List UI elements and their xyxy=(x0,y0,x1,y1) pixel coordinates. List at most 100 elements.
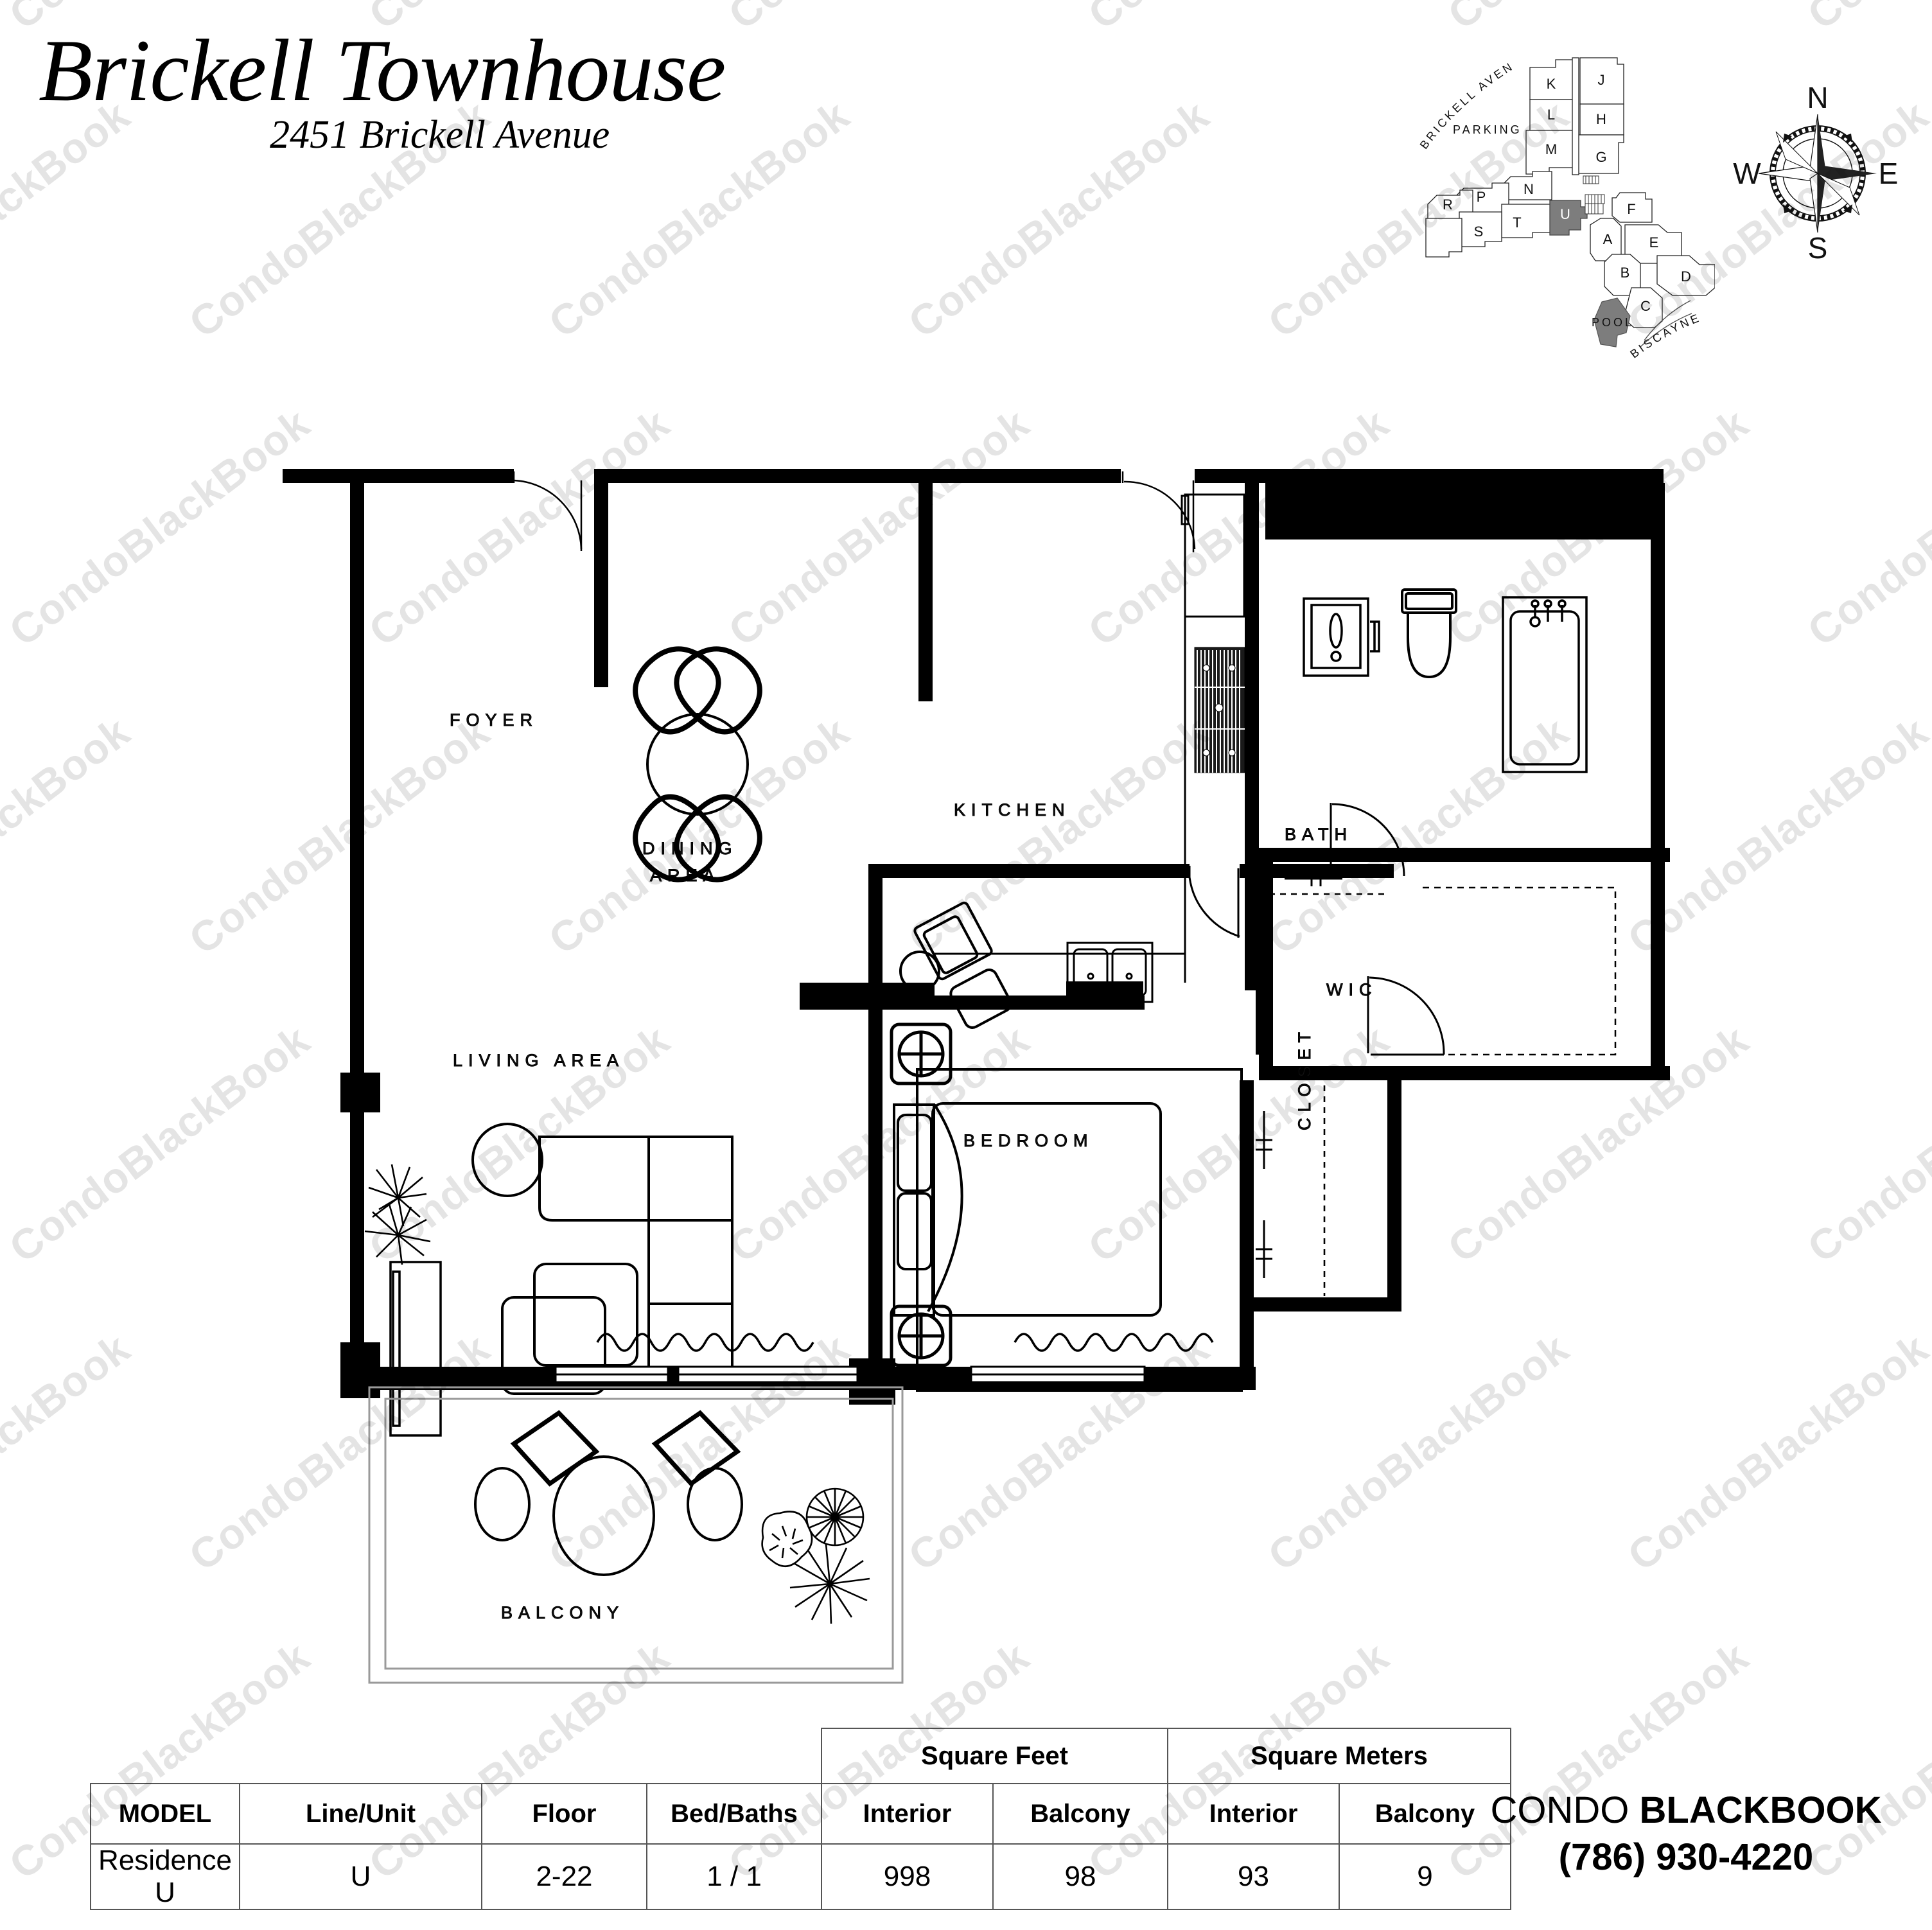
watermark-text: CondoBlackBook xyxy=(1798,0,1932,39)
title-block: Brickell Townhouse 2451 Brickell Avenue xyxy=(39,21,726,158)
compass-dial xyxy=(1758,114,1877,233)
room-label-balcony: BALCONY xyxy=(501,1603,624,1622)
bedroom-curtain-icon xyxy=(1014,1333,1214,1352)
bathtub-icon xyxy=(1502,596,1588,773)
keyplan-unit-B: B xyxy=(1620,265,1630,281)
keyplan-unit-C: C xyxy=(1640,298,1651,314)
cell-line-unit: U xyxy=(239,1843,482,1910)
nightstand-lamp-top-icon xyxy=(890,1022,953,1085)
wic-shelf-dashed xyxy=(1423,886,1617,1056)
spec-table: Square Feet Square Meters MODEL Line/Uni… xyxy=(90,1728,1511,1910)
watermark-text: CondoBlackBook xyxy=(719,0,1038,39)
keyplan-unit-S: S xyxy=(1474,224,1484,240)
sectional-sofa-icon xyxy=(538,1136,733,1387)
table-row: Residence U U 2-22 1 / 1 998 98 93 9 xyxy=(90,1843,1511,1910)
watermark-text: CondoBlackBook xyxy=(1079,0,1398,39)
table-group-header-row: Square Feet Square Meters xyxy=(91,1728,1511,1784)
page-subtitle: 2451 Brickell Avenue xyxy=(270,112,610,157)
closet-dashed-shelf xyxy=(1269,893,1387,1296)
col-header-sf-interior: Interior xyxy=(821,1783,994,1845)
brand-name-bold: BLACKBOOK xyxy=(1639,1789,1882,1831)
balcony-chairs-icon xyxy=(510,1410,741,1487)
group-header-square-meters: Square Meters xyxy=(1167,1728,1511,1784)
keyplan-pool-label: POOL xyxy=(1592,316,1634,329)
cell-sf-interior: 998 xyxy=(821,1843,994,1910)
group-header-square-feet: Square Feet xyxy=(821,1728,1168,1784)
room-label-kitchen: KITCHEN xyxy=(954,800,1071,820)
balcony-plants-icon xyxy=(761,1487,870,1624)
page-title: Brickell Townhouse xyxy=(39,21,726,119)
nightstand-lamp-bottom-icon xyxy=(890,1304,953,1367)
bedroom-slider-icon xyxy=(970,1365,1146,1383)
cell-bed-baths: 1 / 1 xyxy=(646,1843,822,1910)
coffee-table-icon xyxy=(501,1263,638,1395)
col-header-model: MODEL xyxy=(90,1783,240,1845)
walls xyxy=(283,469,1670,1405)
keyplan-unit-H: H xyxy=(1596,111,1606,127)
living-curtain-icon xyxy=(596,1333,814,1352)
table-header-row: MODEL Line/Unit Floor Bed/Baths Interior… xyxy=(90,1783,1511,1845)
keyplan-unit-G: G xyxy=(1595,149,1606,165)
dining-table-icon xyxy=(633,646,762,882)
watermark-text: CondoBlackBook xyxy=(1798,1015,1932,1272)
col-header-bed-baths: Bed/Baths xyxy=(646,1783,822,1845)
compass-west-label: W xyxy=(1733,157,1761,190)
cell-floor: 2-22 xyxy=(481,1843,647,1910)
keyplan-unit-T: T xyxy=(1513,215,1521,231)
pillows-icon xyxy=(897,1114,933,1270)
room-label-bedroom: BEDROOM xyxy=(963,1131,1094,1150)
side-table-icon xyxy=(471,1123,543,1197)
cell-model: Residence U xyxy=(90,1843,240,1910)
bedroom-side-table-icon xyxy=(899,951,940,992)
keyplan-unit-K: K xyxy=(1547,76,1556,92)
col-header-sm-balcony: Balcony xyxy=(1339,1783,1511,1845)
keyplan-unit-M: M xyxy=(1545,141,1557,157)
brand-name: CONDO BLACKBOOK xyxy=(1461,1789,1911,1832)
armchair-icon xyxy=(913,901,1012,1029)
col-header-line-unit: Line/Unit xyxy=(239,1783,482,1845)
keyplan-unit-A: A xyxy=(1603,231,1613,247)
plant-icon-living xyxy=(364,1164,431,1265)
keyplan-parking-label: PARKING xyxy=(1453,123,1522,136)
living-slider-icon xyxy=(554,1365,859,1383)
watermark-text: CondoBlackBook xyxy=(1798,399,1932,655)
brand-block: CONDO BLACKBOOK (786) 930-4220 xyxy=(1461,1789,1911,1879)
room-label-closet: CLOSET xyxy=(1295,1026,1314,1130)
kitchen-sink-icon xyxy=(1066,942,1154,1003)
room-label-wic: WIC xyxy=(1326,980,1377,999)
keyplan-unit-D: D xyxy=(1681,268,1691,285)
bath-door-icon xyxy=(1330,803,1405,877)
cell-sf-balcony: 98 xyxy=(992,1843,1168,1910)
media-console-icon xyxy=(389,1261,442,1437)
thin-linework xyxy=(513,471,1196,552)
cell-sm-interior: 93 xyxy=(1167,1843,1340,1910)
col-header-sf-balcony: Balcony xyxy=(992,1783,1168,1845)
keyplan-unit-J-alt: L xyxy=(1547,107,1555,123)
compass-south-label: S xyxy=(1808,231,1828,263)
room-label-dining-1: DINING xyxy=(642,839,738,858)
brand-phone: (786) 930-4220 xyxy=(1558,1836,1814,1878)
watermark-text: CondoBlackBook xyxy=(899,91,1218,347)
keyplan-unit-J: J xyxy=(1598,72,1605,88)
room-label-bath: BATH xyxy=(1285,825,1353,844)
keyplan-unit-U: U xyxy=(1560,206,1570,222)
watermark-text: CondoBlackBook xyxy=(1439,0,1757,39)
floor-plan-drawing: FOYER DINING AREA KITCHEN BATH WIC LIVIN… xyxy=(283,469,1670,1684)
cell-sm-balcony: 9 xyxy=(1339,1843,1511,1910)
cooktop-icon xyxy=(1194,647,1245,773)
balcony-tables-icon xyxy=(474,1455,743,1576)
room-label-foyer: FOYER xyxy=(450,710,538,730)
compass-rose: N E S W xyxy=(1733,83,1898,263)
toilet-icon xyxy=(1401,588,1457,679)
wic-door-icon xyxy=(1367,976,1445,1056)
refrigerator-icon xyxy=(1181,493,1245,618)
key-plan: BRICKELL AVENUE PARKING K L M J H G N P … xyxy=(1419,39,1715,361)
keyplan-unit-U-highlight xyxy=(1549,200,1588,236)
keyplan-unit-R: R xyxy=(1443,197,1453,213)
closet-hanger-icons xyxy=(1256,872,1342,1278)
bedroom-door-icon xyxy=(1188,866,1240,938)
keyplan-pool-shape xyxy=(1594,297,1631,347)
brand-name-light: CONDO xyxy=(1490,1789,1640,1831)
balcony-outline xyxy=(368,1386,904,1684)
keyplan-unit-N: N xyxy=(1524,181,1534,197)
